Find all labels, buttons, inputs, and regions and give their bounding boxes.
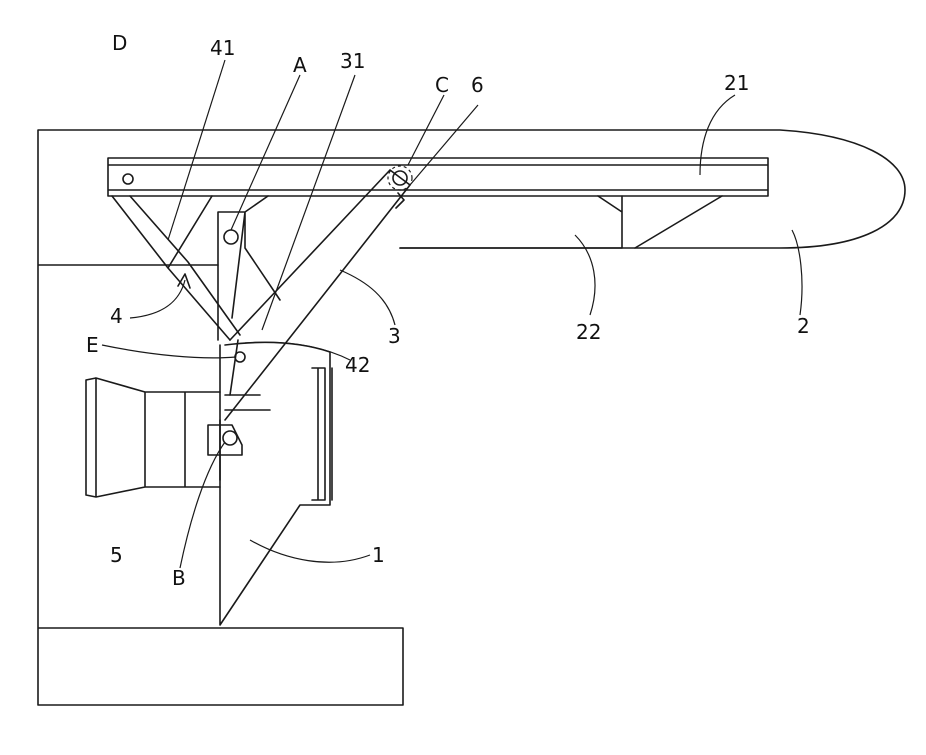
pin-D — [122, 173, 134, 185]
leader-42 — [244, 341, 351, 361]
leader-1 — [249, 539, 371, 563]
leader-21 — [699, 94, 736, 176]
arm-plate — [217, 195, 281, 341]
label-B: B — [172, 566, 186, 590]
leader-31 — [261, 74, 356, 331]
label-4: 4 — [110, 304, 123, 328]
pin-B — [222, 430, 238, 446]
pin-6-outline — [387, 165, 413, 191]
motor-1 — [311, 367, 333, 501]
bracket-B — [207, 424, 243, 456]
label-C: C — [435, 73, 449, 97]
label-2: 2 — [797, 314, 810, 338]
leader-E — [101, 344, 237, 359]
label-5: 5 — [110, 543, 123, 567]
label-A: A — [293, 53, 307, 77]
leader-22 — [574, 234, 596, 316]
label-E: E — [86, 333, 99, 357]
label-42: 42 — [345, 353, 370, 377]
leader-A — [230, 74, 301, 231]
leader-41 — [167, 59, 226, 241]
leader-2 — [791, 229, 803, 316]
leader-B — [179, 441, 226, 569]
leader-C — [407, 94, 445, 166]
label-1: 1 — [372, 543, 385, 567]
leader-6 — [409, 104, 479, 186]
bracket-22 — [399, 195, 723, 249]
housing-42 — [219, 341, 331, 626]
base-frame — [37, 129, 906, 706]
label-22: 22 — [576, 320, 601, 344]
label-D: D — [112, 31, 127, 55]
leader-3 — [339, 269, 396, 326]
pin-C — [392, 170, 408, 186]
leader-4 — [129, 279, 186, 319]
label-6: 6 — [471, 73, 484, 97]
label-3: 3 — [388, 324, 401, 348]
label-21: 21 — [724, 71, 749, 95]
arrow-4 — [177, 273, 191, 289]
label-41: 41 — [210, 36, 235, 60]
pin-E — [234, 351, 246, 363]
link-41 — [111, 195, 241, 341]
rail-21 — [107, 157, 769, 197]
nozzle-5 — [85, 377, 221, 498]
label-31: 31 — [340, 49, 365, 73]
pin-A — [223, 229, 239, 245]
